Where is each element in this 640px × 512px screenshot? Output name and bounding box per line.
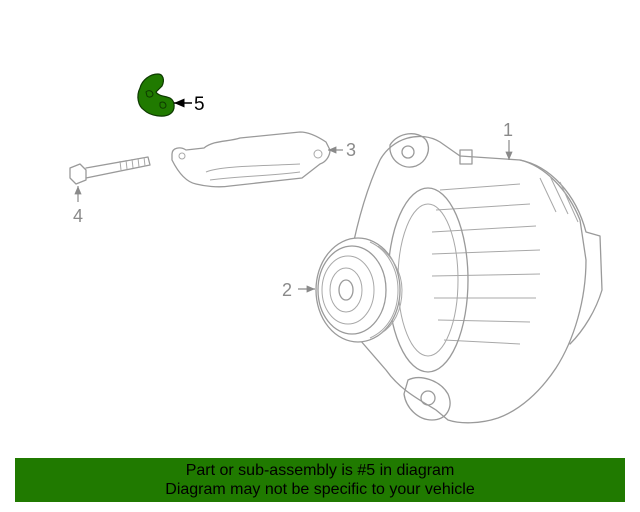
- callout-3-label: 3: [346, 140, 356, 160]
- part-4-bolt[interactable]: [69, 156, 151, 185]
- info-banner: Part or sub-assembly is #5 in diagram Di…: [15, 458, 625, 502]
- part-2-pulley[interactable]: [315, 237, 403, 343]
- banner-line-2: Diagram may not be specific to your vehi…: [165, 481, 475, 498]
- callout-2-label: 2: [282, 280, 292, 300]
- banner-line-1: Part or sub-assembly is #5 in diagram: [185, 462, 455, 479]
- part-5-bracket[interactable]: [137, 73, 175, 117]
- callout-5-label: 5: [194, 94, 205, 115]
- callout-1-label: 1: [503, 120, 513, 140]
- callout-4-label: 4: [73, 206, 83, 226]
- part-3-adjusting-bar[interactable]: [171, 131, 331, 188]
